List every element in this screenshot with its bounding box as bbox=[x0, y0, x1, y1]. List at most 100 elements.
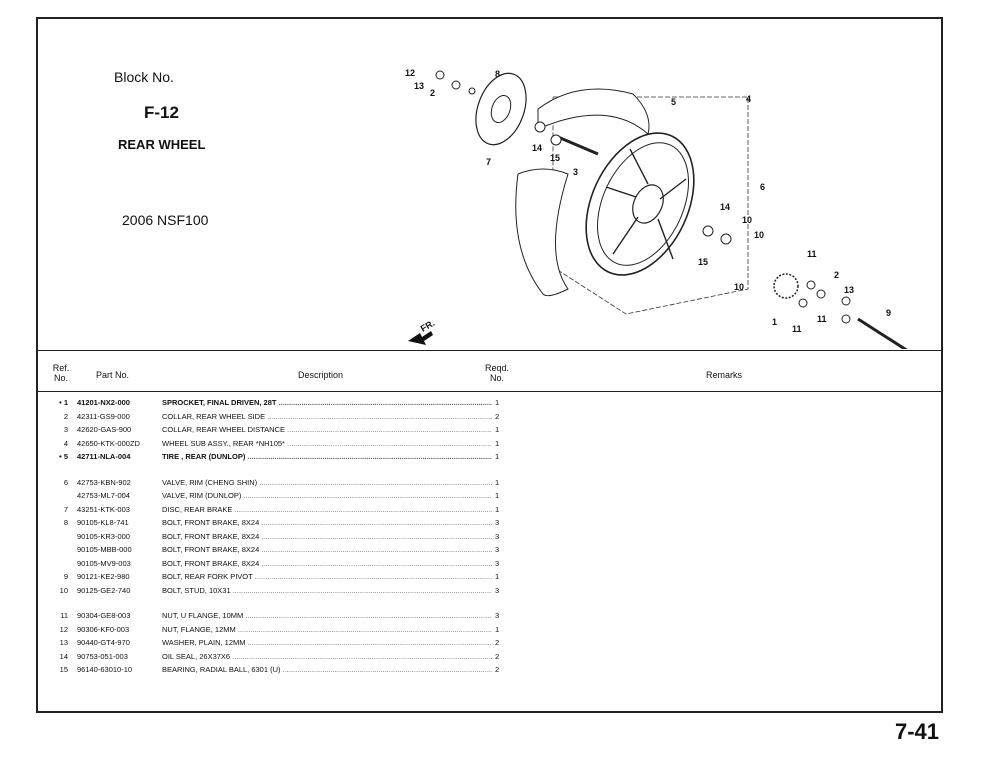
part-number: 41201-NX2-000 bbox=[77, 398, 130, 407]
part-description: TIRE , REAR (DUNLOP) ...................… bbox=[162, 452, 492, 461]
dot-leader: ........................................… bbox=[247, 638, 492, 647]
parts-table-body: • 1 41201-NX2-000 SPROCKET, FINAL DRIVEN, … bbox=[38, 397, 941, 678]
callout-11: 11 bbox=[807, 249, 817, 259]
dot-leader: ........................................… bbox=[230, 585, 492, 595]
description-text: BOLT, FRONT BRAKE, 8X24 bbox=[162, 558, 260, 568]
required-qty: 1 bbox=[495, 398, 500, 407]
ref-number: 6 bbox=[63, 477, 68, 487]
part-description: BOLT, FRONT BRAKE, 8X24 ................… bbox=[162, 518, 492, 527]
description-text: SPROCKET, FINAL DRIVEN, 28T bbox=[162, 398, 277, 407]
ref-no: 9 bbox=[46, 572, 68, 581]
ref-no: 15 bbox=[46, 665, 68, 674]
part-description: OIL SEAL, 26X37X6 ......................… bbox=[162, 652, 492, 661]
part-number: 90306-KF0-003 bbox=[77, 624, 130, 634]
callout-6: 6 bbox=[760, 182, 765, 192]
header-description: Description bbox=[298, 370, 344, 380]
brake-disc-drawing bbox=[475, 72, 527, 146]
block-code: F-12 bbox=[144, 103, 179, 122]
part-number: 90304-GE8-003 bbox=[77, 611, 131, 620]
ref-number: 11 bbox=[60, 611, 68, 620]
ref-number: 4 bbox=[63, 438, 68, 448]
dot-leader: ........................................… bbox=[243, 491, 492, 500]
ref-number: 12 bbox=[59, 624, 68, 634]
model-name: 2006 NSF100 bbox=[122, 212, 209, 228]
required-qty: 1 bbox=[495, 491, 500, 500]
required-qty: 3 bbox=[495, 585, 500, 595]
part-number: 90121-KE2-980 bbox=[77, 572, 130, 581]
part-number: 43251-KTK-003 bbox=[77, 504, 130, 514]
callout-8: 8 bbox=[495, 69, 500, 79]
part-number: 96140-63010-10 bbox=[77, 665, 133, 674]
ref-number: 8 bbox=[63, 518, 68, 527]
part-number: 90105-KR3-000 bbox=[77, 531, 130, 541]
description-text: VALVE, RIM (DUNLOP) bbox=[162, 491, 242, 500]
dot-leader: ........................................… bbox=[278, 398, 492, 407]
ref-no: 14 bbox=[46, 652, 68, 661]
part-number: 90105-MBB-000 bbox=[77, 545, 132, 554]
part-description: VALVE, RIM (CHENG SHIN) ................… bbox=[162, 478, 492, 487]
ref-no: 8 bbox=[46, 518, 68, 527]
row-spacer bbox=[38, 598, 941, 610]
dot-leader: ........................................… bbox=[247, 452, 492, 461]
dot-leader: ........................................… bbox=[287, 425, 492, 434]
description-text: COLLAR, REAR WHEEL SIDE bbox=[162, 411, 266, 421]
ref-number: 14 bbox=[59, 651, 68, 661]
description-text: WHEEL SUB ASSY., REAR *NH105* bbox=[162, 438, 285, 448]
dot-leader: ........................................… bbox=[267, 411, 492, 421]
description-text: BEARING, RADIAL BALL, 6301 (U) bbox=[162, 665, 281, 674]
required-qty: 2 bbox=[495, 638, 500, 647]
part-description: DISC, REAR BRAKE .......................… bbox=[162, 505, 492, 514]
callout-4: 4 bbox=[746, 94, 751, 104]
header-reqd-no: Reqd. No. bbox=[484, 363, 510, 383]
ref-number: 7 bbox=[63, 504, 68, 514]
dot-leader: ........................................… bbox=[230, 651, 492, 661]
required-qty: 2 bbox=[495, 411, 500, 421]
part-description: COLLAR, REAR WHEEL DISTANCE ............… bbox=[162, 425, 492, 434]
required-qty: 3 bbox=[495, 531, 500, 541]
part-description: BOLT, STUD, 10X31 ......................… bbox=[162, 586, 492, 595]
part-description: COLLAR, REAR WHEEL SIDE ................… bbox=[162, 412, 492, 421]
callout-3: 3 bbox=[573, 167, 578, 177]
wheel-rim-drawing bbox=[585, 132, 695, 276]
callout-15b: 15 bbox=[698, 257, 708, 267]
part-number: 90105-KL8-741 bbox=[77, 518, 129, 527]
part-number: 42753-KBN-902 bbox=[77, 477, 131, 487]
ref-number: 9 bbox=[63, 572, 68, 581]
ref-no: 7 bbox=[46, 505, 68, 514]
callout-13: 13 bbox=[414, 81, 424, 91]
parts-table-header: Ref. No. Part No. Description Reqd. No. … bbox=[38, 350, 941, 392]
tire-drawing bbox=[515, 88, 650, 297]
ref-number: 13 bbox=[59, 638, 68, 647]
table-row: 6 42753-KBN-902 VALVE, RIM (CHENG SHIN) ..… bbox=[38, 477, 941, 491]
exploded-parts-diagram: 12 8 13 2 5 4 7 14 15 3 6 14 10 10 15 10… bbox=[405, 68, 908, 349]
callout-15: 15 bbox=[550, 153, 560, 163]
required-qty: 3 bbox=[495, 558, 500, 568]
part-number: 42311-GS9-000 bbox=[77, 411, 130, 421]
table-row: 11 90304-GE8-003 NUT, U FLANGE, 10MM .....… bbox=[38, 610, 941, 624]
part-description: WHEEL SUB ASSY., REAR *NH105* ..........… bbox=[162, 439, 492, 448]
header-part-no: Part No. bbox=[96, 370, 130, 380]
required-qty: 3 bbox=[495, 518, 500, 527]
dot-leader: ........................................… bbox=[261, 545, 492, 554]
ref-no: • 1 bbox=[46, 398, 68, 407]
ref-no: 6 bbox=[46, 478, 68, 487]
ref-number: 10 bbox=[59, 585, 68, 595]
description-text: DISC, REAR BRAKE bbox=[162, 504, 233, 514]
part-description: NUT, U FLANGE, 10MM ....................… bbox=[162, 611, 492, 620]
part-number: 42620-GAS-900 bbox=[77, 425, 132, 434]
ref-no: 12 bbox=[46, 625, 68, 634]
callout-14: 14 bbox=[532, 143, 542, 153]
description-text: COLLAR, REAR WHEEL DISTANCE bbox=[162, 425, 285, 434]
description-text: OIL SEAL, 26X37X6 bbox=[162, 651, 231, 661]
catalog-page-frame: Block No. F-12 REAR WHEEL 2006 NSF100 bbox=[36, 17, 943, 713]
part-description: BOLT, FRONT BRAKE, 8X24 ................… bbox=[162, 559, 492, 568]
dot-leader: ........................................… bbox=[261, 531, 492, 541]
part-description: SPROCKET, FINAL DRIVEN, 28T ............… bbox=[162, 398, 492, 407]
